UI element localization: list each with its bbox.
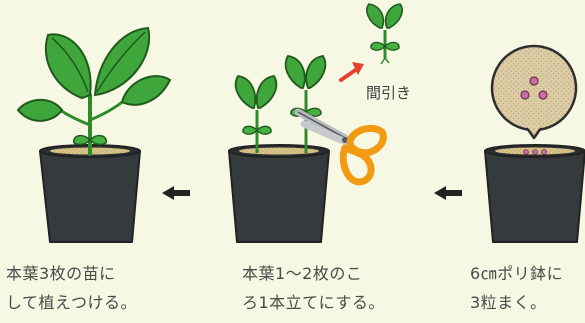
scissors-icon (294, 108, 387, 186)
step-3-caption: 6㎝ポリ鉢に 3粒まく。 (470, 259, 563, 317)
leaf-icon (120, 75, 172, 106)
seed-bubble-icon (490, 44, 578, 140)
pot-with-seeds (484, 144, 585, 243)
pot-large-plant (16, 26, 172, 243)
step-2-caption: 本葉1〜2枚のこ ろ1本立てにする。 (242, 259, 385, 317)
thinning-label: 間引き (366, 84, 411, 102)
step-1-caption-line2: して植えつける。 (6, 293, 138, 312)
pulled-seedling (366, 3, 403, 65)
step-1-caption-line1: 本葉3枚の苗に (6, 264, 116, 283)
leaf-icon (44, 33, 92, 100)
step-3-caption-line1: 6㎝ポリ鉢に (470, 264, 564, 283)
step-2-caption-line1: 本葉1〜2枚のこ (242, 264, 363, 283)
step-3-caption-line2: 3粒まく。 (470, 293, 547, 312)
pot-two-seedlings (228, 55, 330, 243)
leaf-icon (93, 26, 151, 97)
left-arrow-icon (162, 186, 190, 200)
left-arrow-icon (434, 186, 462, 200)
red-arrow-icon (339, 62, 364, 82)
step-2-caption-line2: ろ1本立てにする。 (242, 293, 385, 312)
leaf-icon (16, 98, 64, 122)
step-1-caption: 本葉3枚の苗に して植えつける。 (6, 259, 137, 317)
